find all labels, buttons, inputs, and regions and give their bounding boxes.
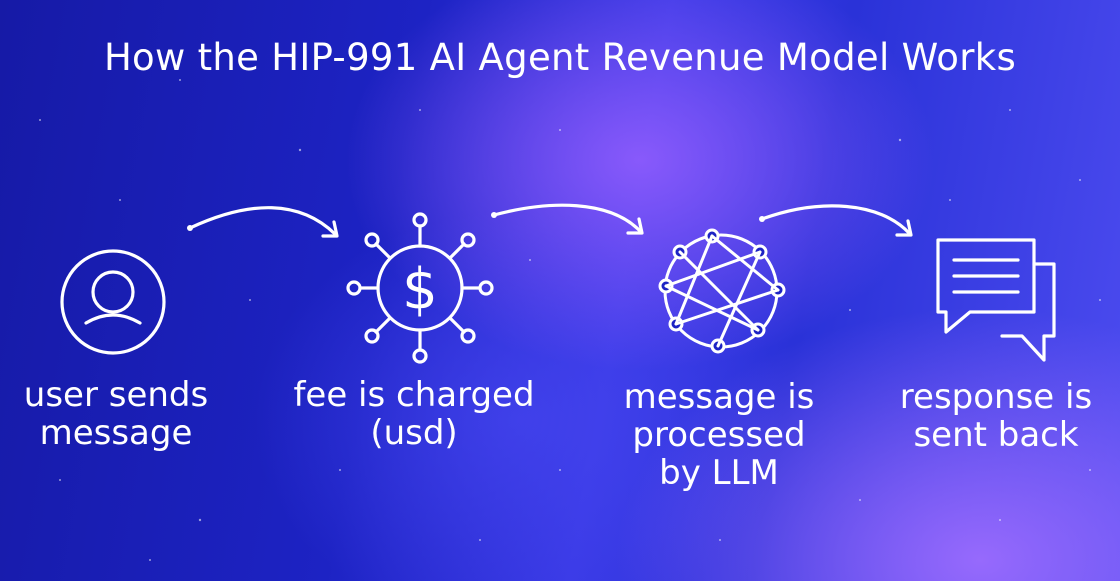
arrow-2 bbox=[491, 203, 644, 235]
step-label-user-sends: user sends message bbox=[23, 375, 209, 453]
network-globe-icon bbox=[658, 228, 786, 354]
step-label-message-processed: message is processed by LLM bbox=[623, 377, 815, 493]
svg-text:$: $ bbox=[402, 257, 438, 322]
step-label-fee-charged: fee is charged (usd) bbox=[293, 375, 535, 453]
user-icon bbox=[60, 249, 166, 355]
step-label-response-sent: response is sent back bbox=[899, 377, 1093, 455]
chat-bubbles-icon bbox=[936, 238, 1056, 362]
diagram-title: How the HIP-991 AI Agent Revenue Model W… bbox=[103, 36, 1017, 79]
arrow-3 bbox=[759, 204, 913, 237]
arrow-1 bbox=[187, 206, 339, 238]
dollar-network-icon: $ bbox=[346, 212, 494, 364]
